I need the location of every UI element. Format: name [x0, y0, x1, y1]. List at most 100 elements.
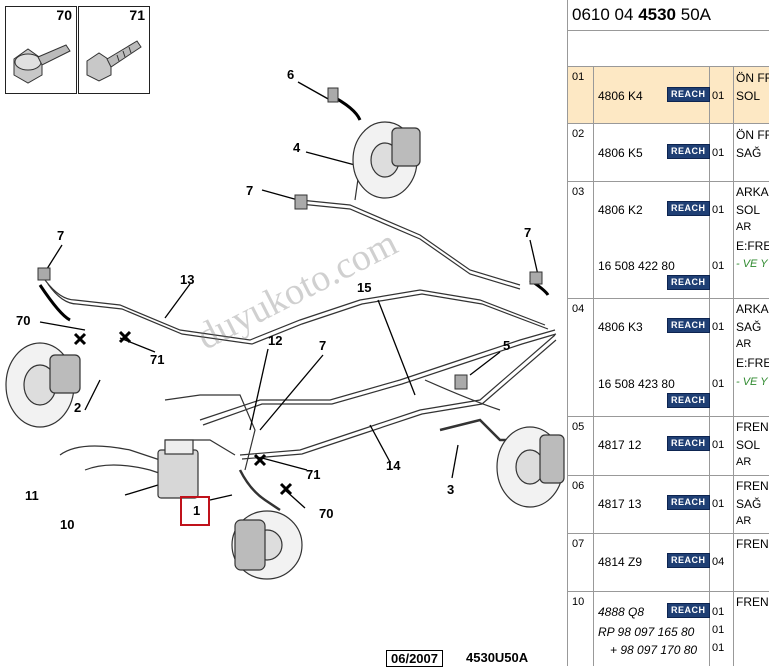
part-side: SAĞ — [736, 146, 762, 160]
part-position: AR — [736, 338, 752, 350]
parts-row[interactable]: 03 4806 K2 REACH 16 508 422 80 REACH 01 … — [568, 182, 769, 299]
rear-left-brake-disc — [5, 342, 81, 428]
fastener-number: 70 — [56, 7, 72, 23]
callout-3[interactable]: 3 — [447, 482, 455, 497]
parts-row[interactable]: 10 4888 Q8 REACH RP 98 097 165 80 + 98 0… — [568, 592, 769, 666]
quantity: 04 — [712, 556, 725, 568]
parts-row[interactable]: 04 4806 K3 REACH 16 508 423 80 REACH 01 … — [568, 299, 769, 417]
part-reference-alt[interactable]: + 98 097 170 80 — [610, 643, 698, 657]
callout-7[interactable]: 7 — [319, 338, 327, 353]
part-reference-alt[interactable]: RP 98 097 165 80 — [598, 625, 695, 639]
part-description: ÖN FR — [736, 128, 769, 142]
part-description: FREN — [736, 420, 769, 434]
quantity: 01 — [712, 204, 725, 216]
row-index: 03 — [568, 182, 594, 298]
row-index: 04 — [568, 299, 594, 416]
footer-date: 06/2007 — [386, 650, 443, 667]
parts-row[interactable]: 01 4806 K4 REACH 01 ÖN FR SOL — [568, 67, 769, 124]
reach-badge: REACH — [667, 201, 710, 216]
callout-1[interactable]: 1 — [193, 503, 201, 518]
parts-row[interactable]: 05 4817 12 REACH 01 FREN SOL AR — [568, 417, 769, 476]
header-bold: 4530 — [638, 5, 677, 24]
abs-hydraulic-unit — [157, 439, 199, 499]
callout-10[interactable]: 10 — [60, 517, 75, 532]
callout-11[interactable]: 11 — [25, 488, 39, 503]
diagram-reference-header: 0610 04 4530 50A — [568, 0, 769, 31]
part-reference[interactable]: 4888 Q8 — [598, 605, 645, 619]
part-position: AR — [736, 515, 752, 527]
part-side: SAĞ — [736, 497, 762, 511]
quantity: 01 — [712, 147, 725, 159]
front-left-brake-disc — [231, 510, 303, 580]
callout-71[interactable]: 71 — [150, 352, 165, 367]
reach-badge: REACH — [667, 436, 710, 451]
column-header — [568, 31, 769, 67]
callout-12[interactable]: 12 — [268, 333, 283, 348]
part-reference[interactable]: 4817 12 — [598, 438, 642, 452]
part-reference[interactable]: 4806 K4 — [598, 89, 643, 103]
reach-badge: REACH — [667, 318, 710, 333]
callout-7[interactable]: 7 — [246, 183, 254, 198]
callout-5[interactable]: 5 — [503, 338, 511, 353]
brake-line-drawing — [5, 81, 565, 580]
part-position: AR — [736, 221, 752, 233]
parts-row[interactable]: 07 4814 Z9 REACH 04 FREN — [568, 534, 769, 592]
quantity: 01 — [712, 498, 725, 510]
part-note: E:FRE — [736, 356, 769, 370]
quantity-alt: 01 — [712, 642, 725, 654]
quantity-alt: 01 — [712, 260, 725, 272]
callout-14[interactable]: 14 — [386, 458, 401, 473]
part-reference-alt[interactable]: 16 508 422 80 — [598, 259, 675, 273]
reach-badge: REACH — [667, 603, 710, 618]
callout-6[interactable]: 6 — [287, 67, 295, 82]
quantity: 01 — [712, 90, 725, 102]
row-index: 02 — [568, 124, 594, 181]
quantity: 01 — [712, 606, 725, 618]
parts-row[interactable]: 06 4817 13 REACH 01 FREN SAĞ AR — [568, 476, 769, 534]
fastener-70-panel[interactable]: 70 — [5, 6, 77, 94]
reach-badge: REACH — [667, 393, 710, 408]
callout-7[interactable]: 7 — [524, 225, 532, 240]
callout-15[interactable]: 15 — [357, 280, 372, 295]
callout-7[interactable]: 7 — [57, 228, 65, 243]
callout-2[interactable]: 2 — [74, 400, 82, 415]
part-note: E:FRE — [736, 239, 769, 253]
parts-row[interactable]: 02 4806 K5 REACH 01 ÖN FR SAĞ — [568, 124, 769, 182]
part-side: SOL — [736, 438, 761, 452]
part-reference[interactable]: 4806 K5 — [598, 146, 643, 160]
row-index: 07 — [568, 534, 594, 591]
callout-70[interactable]: 70 — [319, 506, 334, 521]
reach-badge: REACH — [667, 144, 710, 159]
part-reference[interactable]: 4814 Z9 — [598, 555, 643, 569]
part-position: AR — [736, 456, 752, 468]
callout-4[interactable]: 4 — [293, 140, 301, 155]
part-reference[interactable]: 4806 K2 — [598, 203, 643, 217]
reach-badge: REACH — [667, 495, 710, 510]
quantity-alt: 01 — [712, 624, 725, 636]
quantity-alt: 01 — [712, 378, 725, 390]
callout-70[interactable]: 70 — [16, 313, 31, 328]
row-index: 06 — [568, 476, 594, 533]
reach-badge: REACH — [667, 553, 710, 568]
fastener-71-panel[interactable]: 71 — [78, 6, 150, 94]
reach-badge: REACH — [667, 87, 710, 102]
header-suffix: 50A — [676, 5, 711, 24]
reach-badge: REACH — [667, 275, 710, 290]
fastener-number: 71 — [129, 7, 145, 23]
callout-13[interactable]: 13 — [180, 272, 195, 287]
part-side: SOL — [736, 203, 761, 217]
exploded-diagram: 70 71 1 2 3 4 5 6 7 7 7 7 10 11 12 13 14… — [5, 6, 565, 667]
row-index: 10 — [568, 592, 594, 666]
quantity: 01 — [712, 321, 725, 333]
callout-71[interactable]: 71 — [306, 467, 321, 482]
row-index: 01 — [568, 67, 594, 123]
part-description: ARKA — [736, 185, 769, 199]
front-right-brake-disc — [496, 426, 565, 508]
flange-bolt-icon — [13, 44, 71, 84]
part-reference[interactable]: 4817 13 — [598, 497, 642, 511]
part-reference-alt[interactable]: 16 508 423 80 — [598, 377, 675, 391]
rear-right-brake-disc — [352, 121, 421, 199]
part-side: SAĞ — [736, 320, 762, 334]
part-description: FREN — [736, 537, 769, 551]
part-reference[interactable]: 4806 K3 — [598, 320, 643, 334]
